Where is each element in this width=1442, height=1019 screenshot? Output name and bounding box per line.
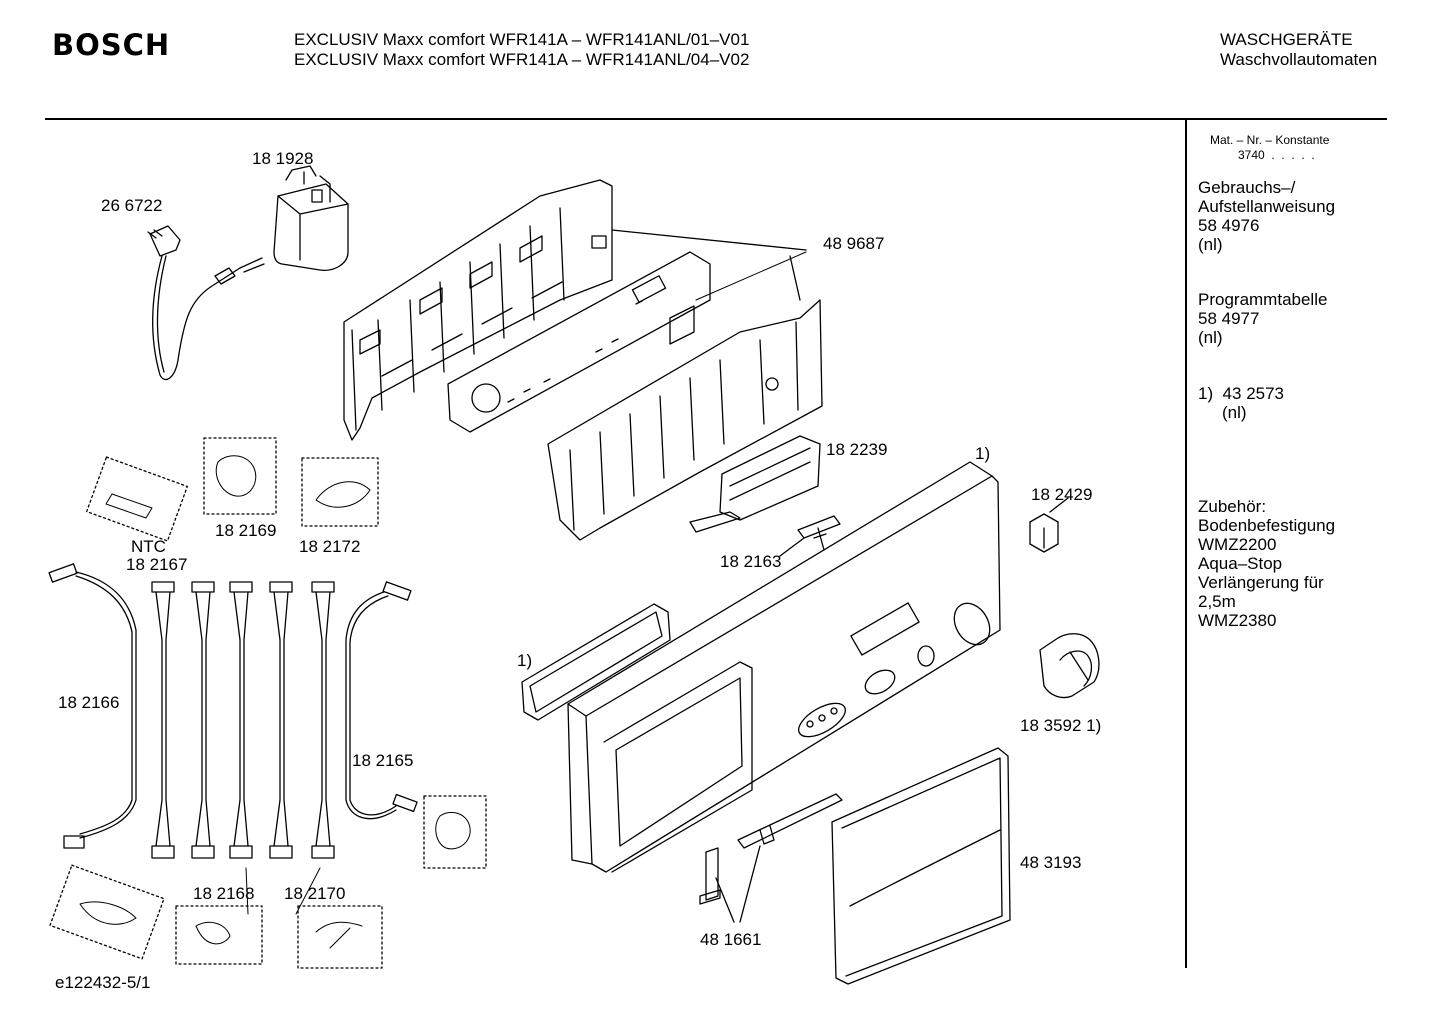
part-label-266722: 26 6722 <box>101 196 163 215</box>
accessory-6: WMZ2380 <box>1198 611 1277 630</box>
part-label-183592: 18 3592 1) <box>1020 716 1102 735</box>
part-label-483193: 48 3193 <box>1020 853 1082 872</box>
sidebar-divider <box>1185 120 1187 968</box>
brand-logo: BOSCH <box>52 28 171 62</box>
accessory-4: Verlängerung für <box>1198 573 1324 592</box>
program-number: 58 4977 <box>1198 309 1260 328</box>
program-knob <box>1039 633 1100 699</box>
control-panel-fascia <box>567 461 1001 873</box>
accessories-title: Zubehör: <box>1198 497 1267 516</box>
accessory-1: Bodenbefestigung <box>1198 516 1336 535</box>
manual-title-1: Gebrauchs–/ <box>1198 178 1296 197</box>
program-lang: (nl) <box>1198 328 1223 347</box>
drawing-id: e122432-5/1 <box>55 973 151 992</box>
model-line-1: EXCLUSIV Maxx comfort WFR141A – WFR141AN… <box>294 30 750 49</box>
dispenser-handle <box>831 747 1011 985</box>
latch-parts <box>699 793 843 923</box>
manual-number: 58 4976 <box>1198 216 1260 235</box>
part-label-182170: 18 2170 <box>284 884 346 903</box>
footnote-marker-2: 1) <box>517 651 533 670</box>
part-label-489687: 48 9687 <box>823 234 885 253</box>
header-divider <box>45 118 1387 120</box>
mat-label: Mat. – Nr. – Konstante <box>1210 133 1330 147</box>
harness-182165 <box>345 581 418 820</box>
manual-title-2: Aufstellanweisung <box>1198 197 1336 216</box>
small-connector <box>1029 497 1069 553</box>
manual-lang: (nl) <box>1198 235 1223 254</box>
suppressor <box>273 165 349 271</box>
sensor-sketches <box>79 455 471 949</box>
part-label-182165: 18 2165 <box>352 751 414 770</box>
part-label-182239: 18 2239 <box>826 440 888 459</box>
mat-value: 3740 . . . . . <box>1238 148 1315 162</box>
accessory-5: 2,5m <box>1198 592 1236 611</box>
category-line-1: WASCHGERÄTE <box>1220 30 1353 49</box>
accessory-2: WMZ2200 <box>1198 535 1277 554</box>
part-label-182429: 18 2429 <box>1031 485 1093 504</box>
window-gasket <box>521 603 671 721</box>
control-module-housing-2 <box>547 255 823 541</box>
control-module-housing <box>343 179 807 441</box>
part-label-481661: 48 1661 <box>700 930 762 949</box>
light-guide <box>689 435 821 533</box>
part-label-182172: 18 2172 <box>299 537 361 556</box>
part-label-182168: 18 2168 <box>193 884 255 903</box>
clip-part <box>779 515 841 557</box>
part-label-182167: 18 2167 <box>126 555 188 574</box>
category-line-2: Waschvollautomaten <box>1220 50 1378 69</box>
model-line-2: EXCLUSIV Maxx comfort WFR141A – WFR141AN… <box>294 50 750 69</box>
program-title: Programmtabelle <box>1198 290 1328 309</box>
power-cord <box>147 225 265 381</box>
ntc-label: NTC <box>131 537 166 556</box>
note-lang: (nl) <box>1222 403 1247 422</box>
part-label-182169: 18 2169 <box>215 521 277 540</box>
harness-182166 <box>48 563 137 849</box>
footnote-marker-1: 1) <box>975 444 991 463</box>
part-label-182163: 18 2163 <box>720 552 782 571</box>
part-label-182166: 18 2166 <box>58 693 120 712</box>
pcb-board <box>447 251 711 433</box>
part-label-181928: 18 1928 <box>252 149 314 168</box>
accessory-3: Aqua–Stop <box>1198 554 1283 573</box>
leader-lines <box>245 251 807 915</box>
sensor-outlines <box>49 437 487 969</box>
note-number: 1) 43 2573 <box>1198 384 1285 403</box>
harness-bundle <box>151 581 335 859</box>
